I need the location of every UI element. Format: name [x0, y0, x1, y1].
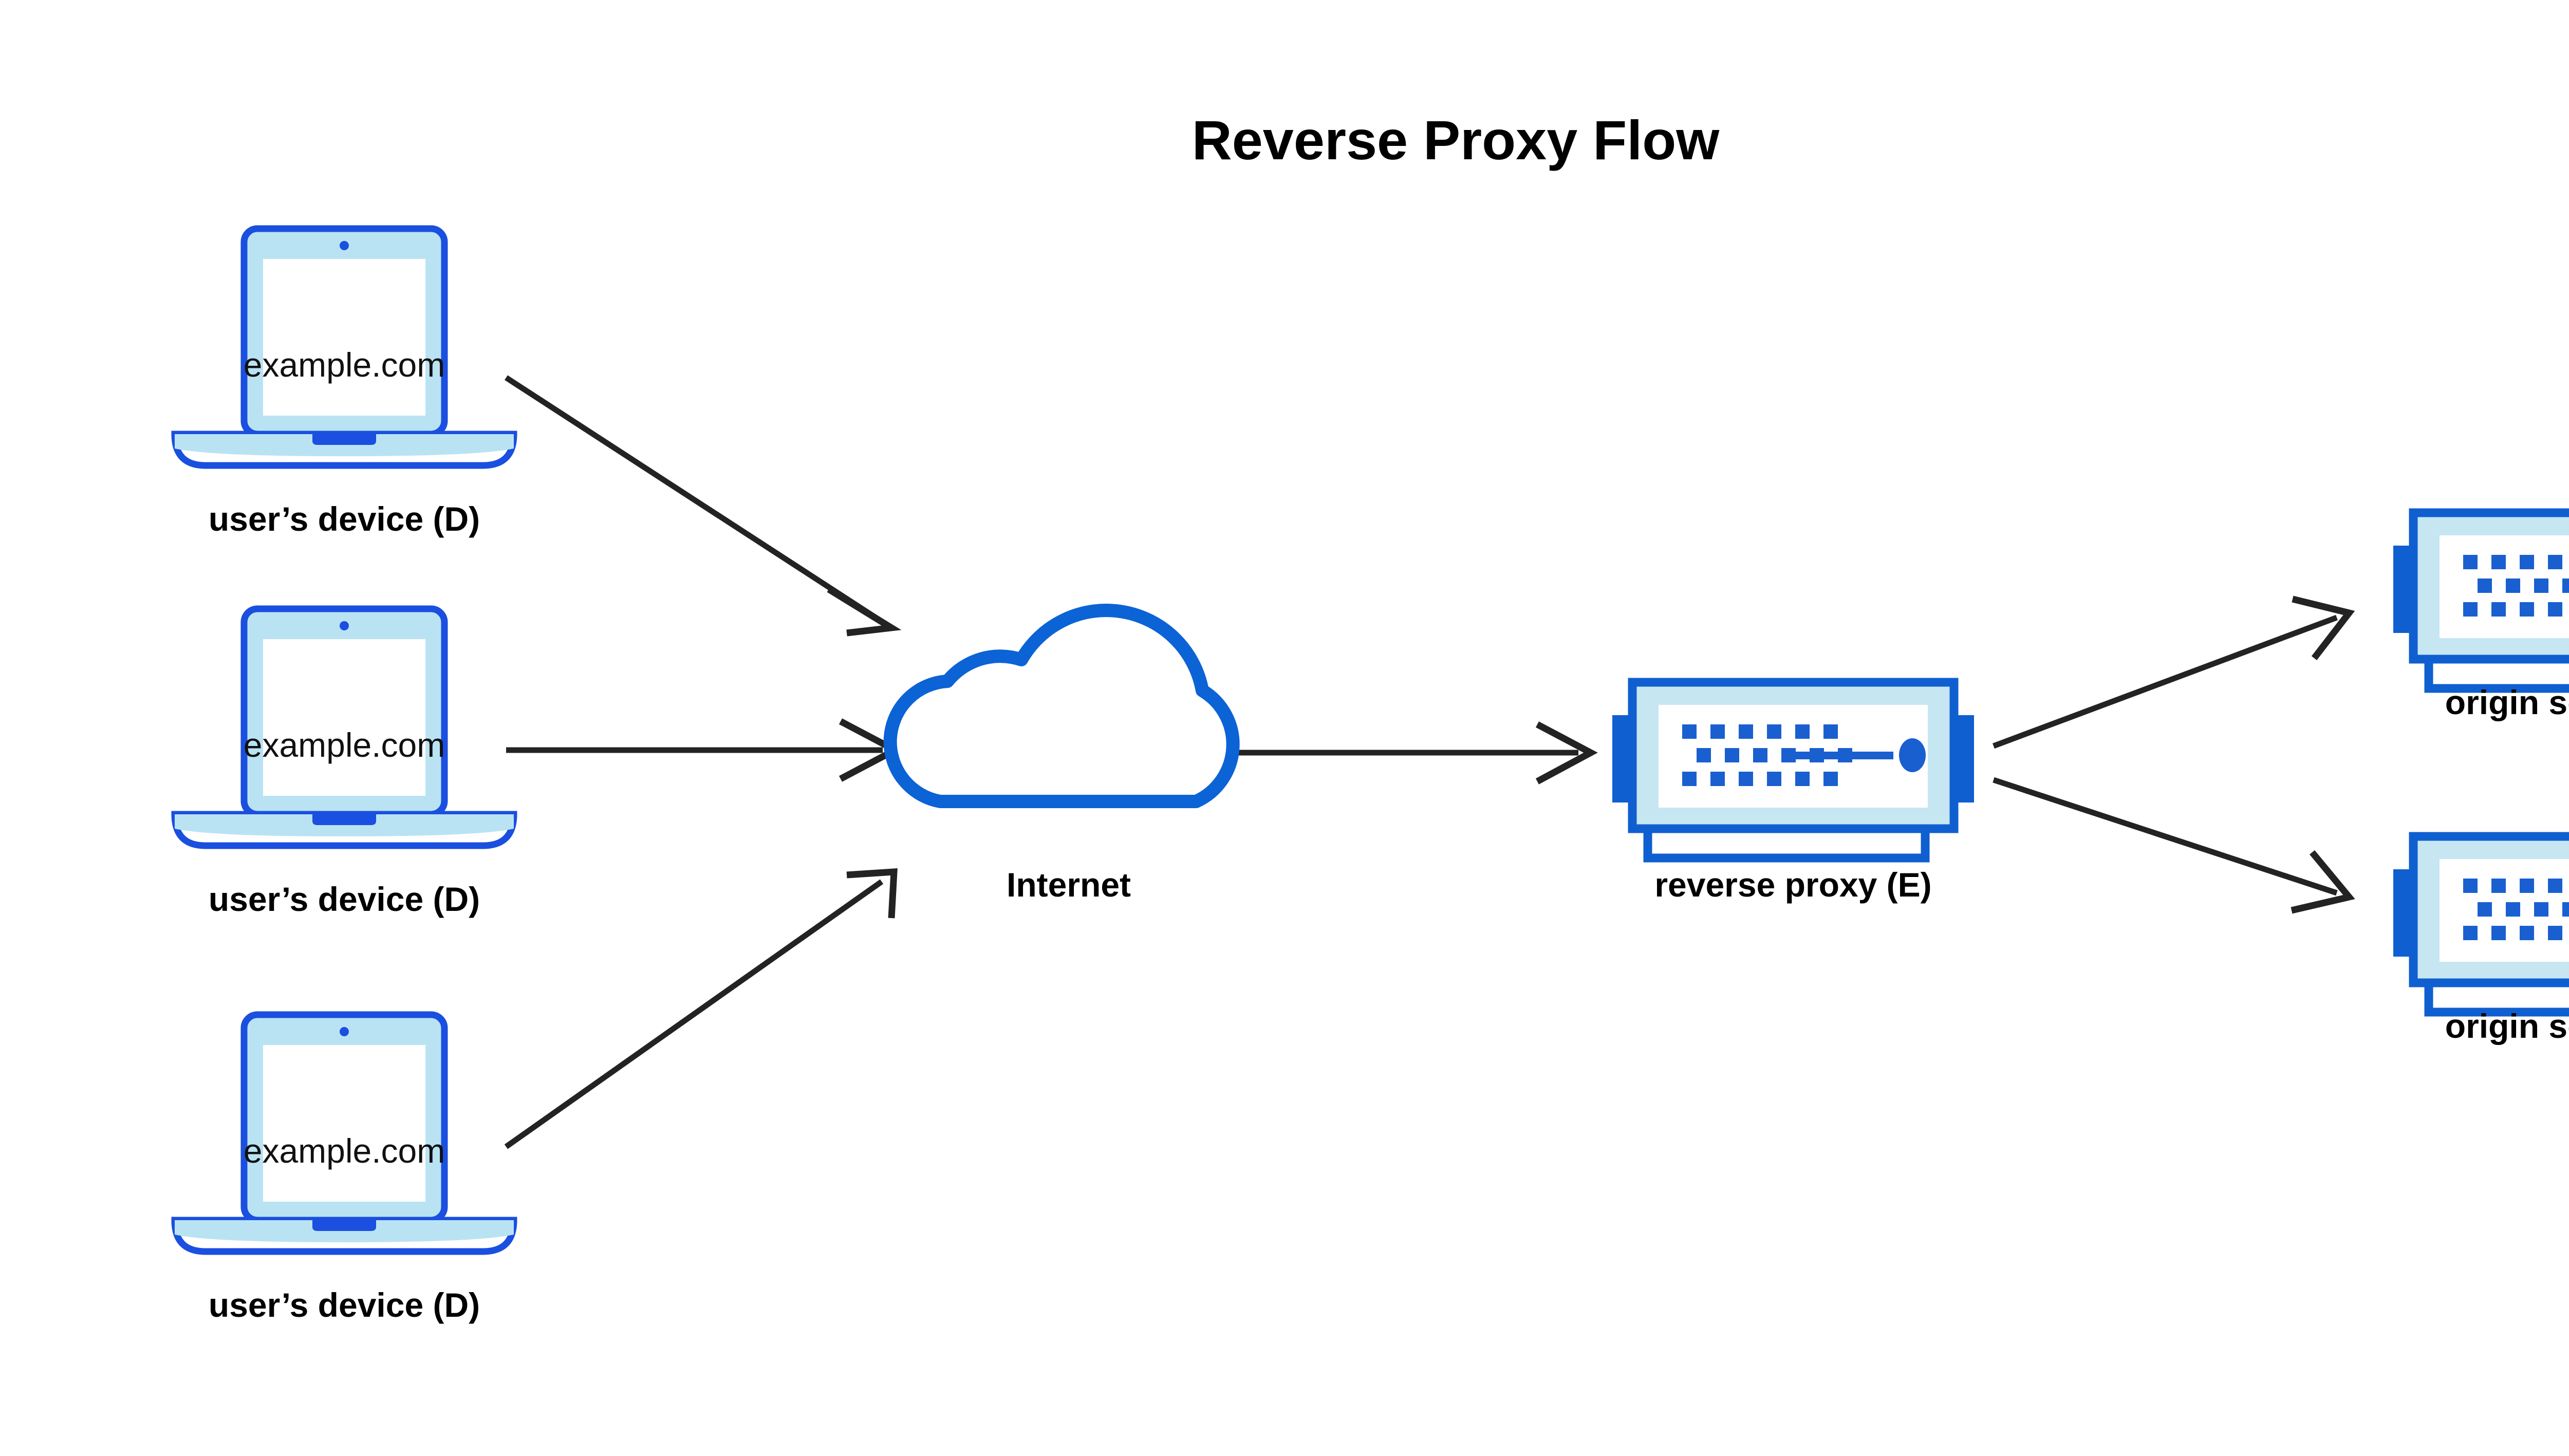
- client-middle[interactable]: example.com user’s device (D): [175, 609, 514, 918]
- cloud-icon: [890, 610, 1233, 801]
- origin-bottom-label: origin server (F): [2445, 1007, 2569, 1045]
- edge-proxy-to-origin-bottom: [1993, 777, 2355, 914]
- client-bottom[interactable]: example.com user’s device (D): [175, 1015, 514, 1324]
- client-top-label: user’s device (D): [209, 500, 480, 538]
- client-middle-label: user’s device (D): [209, 880, 480, 918]
- server-icon: [2393, 513, 2569, 688]
- page-title: Reverse Proxy Flow: [1192, 109, 1720, 171]
- edge-internet-to-proxy: [1233, 721, 1598, 785]
- edge-client-top-to-internet: [505, 375, 902, 637]
- server-icon: [2393, 836, 2569, 1012]
- internet-cloud[interactable]: Internet: [890, 610, 1233, 904]
- edge-client-middle-to-internet: [506, 718, 902, 782]
- origin-bottom[interactable]: origin server (F): [2393, 836, 2569, 1045]
- reverse-proxy-label: reverse proxy (E): [1654, 866, 1931, 904]
- client-bottom-label: user’s device (D): [209, 1286, 480, 1324]
- internet-label: Internet: [1007, 866, 1131, 904]
- edge-client-bottom-to-internet: [504, 868, 898, 1149]
- server-icon: [1612, 682, 1974, 858]
- laptop-screen-text: example.com: [244, 346, 445, 384]
- origin-top[interactable]: origin server (F): [2393, 513, 2569, 721]
- reverse-proxy[interactable]: reverse proxy (E): [1612, 682, 1974, 904]
- edge-layer: [504, 375, 2355, 1149]
- client-top[interactable]: example.com user’s device (D): [175, 229, 514, 538]
- laptop-screen-text: example.com: [244, 726, 445, 764]
- laptop-screen-text: example.com: [244, 1132, 445, 1170]
- edge-proxy-to-origin-top: [1993, 595, 2355, 749]
- origin-top-label: origin server (F): [2445, 683, 2569, 721]
